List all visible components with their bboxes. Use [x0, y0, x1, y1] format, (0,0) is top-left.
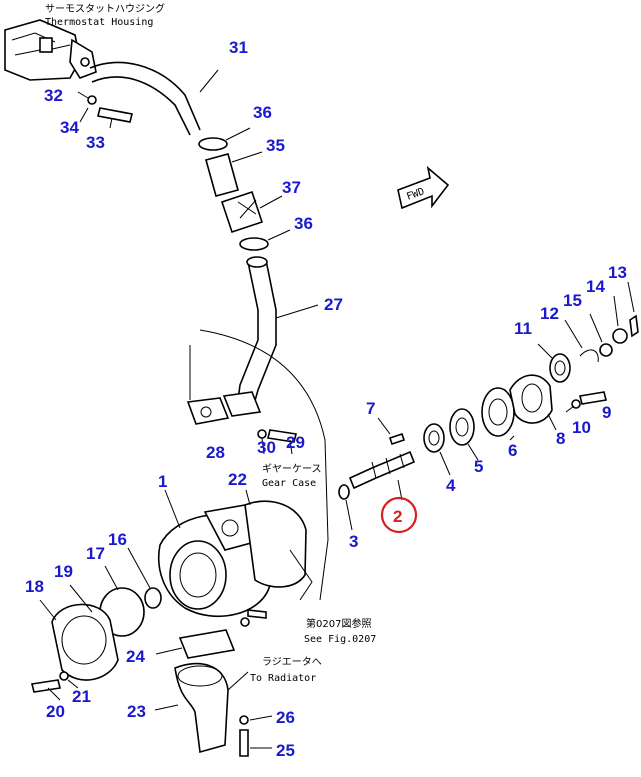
callout-35[interactable]: 35 — [266, 136, 285, 155]
gearcase-label-jp: ギヤーケース — [262, 463, 322, 475]
washer-34 — [87, 95, 97, 105]
elbow-23 — [174, 662, 229, 754]
callout-1[interactable]: 1 — [158, 472, 167, 491]
callout-10[interactable]: 10 — [572, 418, 591, 437]
callout-28[interactable]: 28 — [206, 443, 225, 462]
callout-8[interactable]: 8 — [556, 429, 565, 448]
callout-24[interactable]: 24 — [126, 647, 145, 666]
radiator-label-en: To Radiator — [250, 673, 316, 684]
callout-16[interactable]: 16 — [108, 530, 127, 549]
callout-4[interactable]: 4 — [446, 476, 456, 495]
callout-23[interactable]: 23 — [127, 702, 146, 721]
bolt-20 — [31, 679, 61, 693]
callout-2[interactable]: 2 — [393, 507, 402, 526]
callout-13[interactable]: 13 — [608, 263, 627, 282]
seal-16 — [144, 587, 162, 609]
highlight-circle — [380, 496, 418, 534]
key-7 — [388, 432, 406, 446]
callout-5[interactable]: 5 — [474, 457, 483, 476]
callout-19[interactable]: 19 — [54, 562, 73, 581]
callout-21[interactable]: 21 — [72, 687, 91, 706]
clip-13 — [629, 314, 639, 338]
callout-32[interactable]: 32 — [44, 86, 63, 105]
callout-25[interactable]: 25 — [276, 741, 295, 760]
callout-26[interactable]: 26 — [276, 708, 295, 727]
ring-14 — [612, 328, 628, 344]
bearing-4 — [423, 423, 445, 453]
gearcase-label-en: Gear Case — [262, 478, 316, 489]
washer-21 — [59, 671, 69, 681]
callout-15[interactable]: 15 — [563, 291, 582, 310]
callout-11[interactable]: 11 — [514, 319, 532, 338]
washer-30 — [257, 429, 267, 439]
callout-17[interactable]: 17 — [86, 544, 105, 563]
bolt-25 — [239, 729, 249, 757]
gasket-24 — [178, 629, 236, 659]
fig-ref-en: See Fig.0207 — [304, 634, 376, 645]
callout-37[interactable]: 37 — [282, 178, 301, 197]
callout-18[interactable]: 18 — [25, 577, 44, 596]
callout-33[interactable]: 33 — [86, 133, 105, 152]
callout-27[interactable]: 27 — [324, 295, 343, 314]
hose-31 — [89, 61, 201, 136]
callout-12[interactable]: 12 — [540, 304, 559, 323]
callout-36-top[interactable]: 36 — [253, 103, 272, 122]
callout-36-lower[interactable]: 36 — [294, 214, 313, 233]
thermostat-label-en: Thermostat Housing — [45, 17, 153, 28]
ring-12 — [579, 349, 599, 363]
callout-6[interactable]: 6 — [508, 441, 517, 460]
gear-6 — [481, 387, 515, 437]
thermostat-label-jp: サーモスタットハウジング — [45, 2, 165, 15]
callout-22[interactable]: 22 — [228, 470, 247, 489]
callout-9[interactable]: 9 — [602, 403, 611, 422]
thermostat-housing-drawing — [4, 19, 97, 81]
callout-30[interactable]: 30 — [257, 438, 276, 457]
sleeve-35 — [205, 153, 239, 197]
callout-31[interactable]: 31 — [229, 38, 248, 57]
bolt-29 — [267, 429, 297, 443]
radiator-label-jp: ラジエータへ — [262, 656, 322, 668]
pipe-27 — [237, 259, 277, 405]
clamp-36-lower — [239, 237, 269, 251]
callout-29[interactable]: 29 — [286, 433, 305, 452]
callout-7[interactable]: 7 — [366, 399, 375, 418]
fwd-arrow: FWD — [397, 165, 450, 210]
gear-case-outline — [189, 329, 329, 601]
callout-3[interactable]: 3 — [349, 532, 358, 551]
seal-8 — [509, 374, 553, 424]
ring-11 — [549, 353, 571, 383]
gasket-22 — [244, 500, 307, 588]
block-37 — [220, 190, 264, 234]
fig-ref-jp: 第0207図参照 — [306, 617, 371, 630]
callout-14[interactable]: 14 — [586, 277, 605, 296]
clamp-36-top — [198, 137, 228, 151]
nut-3 — [338, 484, 350, 500]
flange-28 — [186, 397, 230, 425]
callout-34[interactable]: 34 — [60, 118, 79, 137]
bearing-5 — [449, 408, 475, 446]
bolt-33 — [97, 107, 133, 123]
shaft-2 — [348, 450, 416, 490]
ring-15 — [599, 343, 613, 357]
washer-26 — [239, 715, 249, 725]
bolt-9 — [579, 391, 607, 405]
callout-20[interactable]: 20 — [46, 702, 65, 721]
